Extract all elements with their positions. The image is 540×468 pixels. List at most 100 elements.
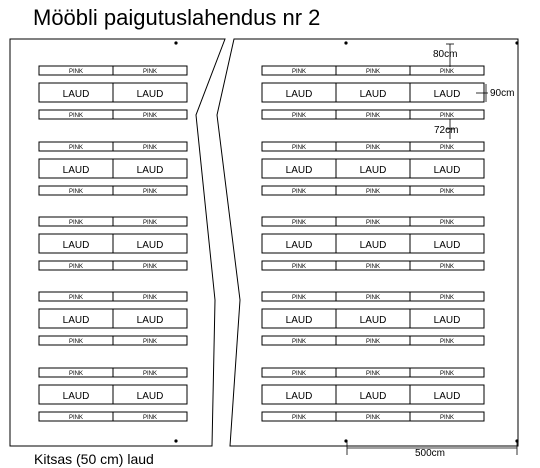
table-label: LAUD (63, 391, 90, 402)
footer-note: Kitsas (50 cm) laud (34, 451, 154, 467)
bench-label: PINK (143, 113, 157, 119)
table-label: LAUD (63, 315, 90, 326)
table-label: LAUD (360, 315, 387, 326)
bench-label: PINK (69, 113, 83, 119)
table-label: LAUD (63, 165, 90, 176)
bench-label: PINK (440, 371, 454, 377)
table-label: LAUD (63, 89, 90, 100)
bench-label: PINK (292, 371, 306, 377)
table-label: LAUD (360, 165, 387, 176)
bench (112, 141, 188, 152)
bench-label: PINK (143, 264, 157, 270)
bench (112, 335, 188, 346)
bench-label: PINK (69, 145, 83, 151)
left-hall-outline (9, 38, 226, 447)
table-label: LAUD (286, 89, 313, 100)
corner-marker (174, 41, 178, 45)
table (409, 384, 485, 405)
bench-label: PINK (366, 295, 380, 301)
dimension-label: 72cm (434, 125, 458, 136)
table-label: LAUD (434, 165, 461, 176)
table-label: LAUD (286, 240, 313, 251)
table-label: LAUD (434, 315, 461, 326)
bench-label: PINK (440, 113, 454, 119)
bench (409, 335, 485, 346)
dimension-table-gap: 72cm (434, 119, 458, 139)
table-label: LAUD (360, 240, 387, 251)
right-hall-outline (216, 38, 519, 447)
bench-label: PINK (292, 189, 306, 195)
bench-label: PINK (292, 145, 306, 151)
table (112, 82, 188, 103)
bench (112, 216, 188, 227)
bench-label: PINK (440, 339, 454, 345)
table-label: LAUD (286, 315, 313, 326)
table (112, 384, 188, 405)
bench (409, 411, 485, 422)
dimension-label: 90cm (490, 88, 514, 99)
bench (409, 65, 485, 76)
dimension-bench-gap: 80cm (433, 43, 457, 67)
table-label: LAUD (137, 165, 164, 176)
table (112, 308, 188, 329)
table (409, 233, 485, 254)
bench-label: PINK (69, 339, 83, 345)
corner-marker (174, 439, 178, 443)
bench-label: PINK (366, 113, 380, 119)
bench (409, 185, 485, 196)
furniture-layer: PINK LAUD PINK PINK LAUD PINK PINK LAUD PINK PINK… (38, 65, 485, 422)
table-label: LAUD (434, 89, 461, 100)
bench-label: PINK (440, 69, 454, 75)
table-label: LAUD (286, 391, 313, 402)
bench-label: PINK (143, 189, 157, 195)
bench-label: PINK (292, 220, 306, 226)
bench-label: PINK (69, 69, 83, 75)
bench-label: PINK (292, 264, 306, 270)
bench-label: PINK (440, 145, 454, 151)
bench-label: PINK (440, 220, 454, 226)
bench (112, 291, 188, 302)
bench-label: PINK (69, 295, 83, 301)
bench (112, 367, 188, 378)
table (112, 233, 188, 254)
bench-label: PINK (366, 371, 380, 377)
corner-marker (344, 41, 348, 45)
bench-label: PINK (366, 264, 380, 270)
bench-label: PINK (69, 220, 83, 226)
bench-label: PINK (440, 415, 454, 421)
bench-label: PINK (366, 339, 380, 345)
bench-label: PINK (143, 339, 157, 345)
table-label: LAUD (360, 391, 387, 402)
table-label: LAUD (286, 165, 313, 176)
bench (112, 185, 188, 196)
bench (409, 260, 485, 271)
dimension-label: 500cm (415, 448, 445, 459)
bench-label: PINK (292, 339, 306, 345)
bench-label: PINK (69, 189, 83, 195)
bench-label: PINK (440, 295, 454, 301)
bench-label: PINK (143, 371, 157, 377)
page-title: Mööbli paigutuslahendus nr 2 (33, 5, 321, 30)
bench-label: PINK (440, 264, 454, 270)
bench-label: PINK (366, 69, 380, 75)
bench-label: PINK (143, 69, 157, 75)
bench-label: PINK (69, 264, 83, 270)
table-label: LAUD (137, 240, 164, 251)
bench-label: PINK (292, 295, 306, 301)
table-label: LAUD (137, 89, 164, 100)
table-label: LAUD (137, 315, 164, 326)
bench-label: PINK (366, 145, 380, 151)
bench-label: PINK (292, 113, 306, 119)
bench (409, 141, 485, 152)
bench-label: PINK (366, 220, 380, 226)
dimension-row-length: 500cm (346, 441, 518, 459)
table (409, 308, 485, 329)
table (409, 158, 485, 179)
bench (112, 65, 188, 76)
bench-label: PINK (366, 415, 380, 421)
bench-label: PINK (143, 145, 157, 151)
table-label: LAUD (434, 240, 461, 251)
table-label: LAUD (63, 240, 90, 251)
bench-label: PINK (143, 295, 157, 301)
